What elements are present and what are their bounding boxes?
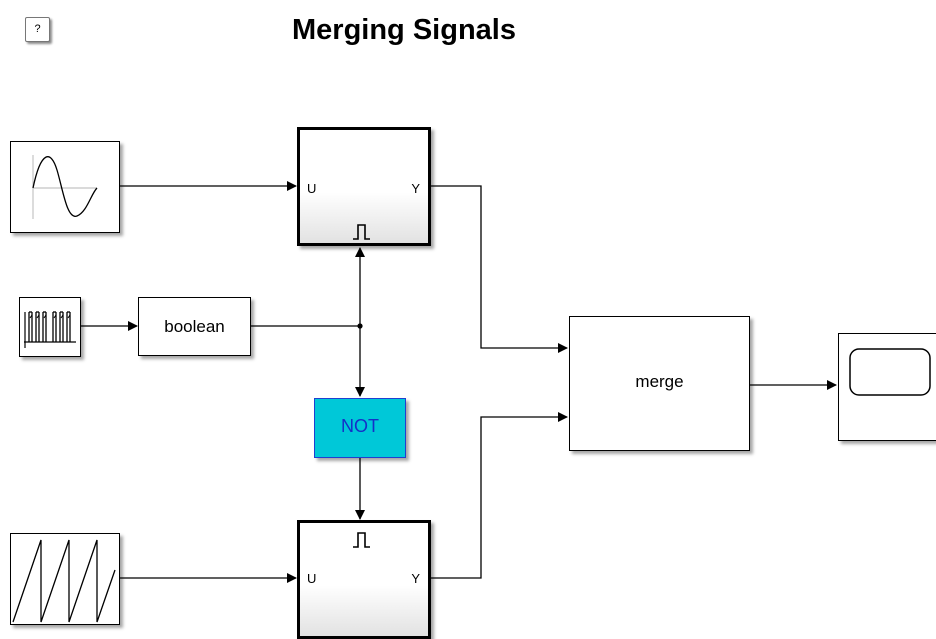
boolean-conversion-label: boolean [164, 317, 225, 336]
sawtooth-icon [12, 539, 116, 623]
enable-pulse-icon [353, 224, 370, 240]
sine-wave-icon [32, 155, 98, 219]
subsystem-bottom-input-port-label: U [307, 571, 317, 586]
merge-label: merge [635, 372, 684, 391]
logical-not-block[interactable]: NOT [314, 398, 406, 458]
pulse-generator-block[interactable] [19, 297, 81, 357]
subsystem-bottom-output-port-label: Y [411, 571, 420, 586]
sawtooth-block[interactable] [10, 533, 120, 625]
signal-line-bottom-subsystem-to-merge[interactable] [430, 412, 568, 579]
help-button[interactable]: ? [25, 17, 50, 42]
merge-block[interactable]: merge [569, 316, 750, 451]
enabled-subsystem-top[interactable]: U Y [297, 127, 431, 246]
signal-line-top-subsystem-to-merge[interactable] [430, 185, 568, 353]
boolean-conversion-block[interactable]: boolean [138, 297, 251, 356]
branch-point [357, 323, 363, 329]
sine-wave-block[interactable] [10, 141, 120, 233]
subsystem-top-output-port-label: Y [411, 181, 420, 196]
enable-pulse-icon [353, 532, 370, 548]
scope-block[interactable] [838, 333, 936, 441]
subsystem-top-input-port-label: U [307, 181, 317, 196]
pulse-train-icon [24, 311, 76, 348]
scope-screen-icon [849, 348, 931, 396]
logical-not-label: NOT [341, 416, 379, 436]
diagram-title: Merging Signals [292, 14, 516, 46]
enabled-subsystem-bottom[interactable]: U Y [297, 520, 431, 639]
